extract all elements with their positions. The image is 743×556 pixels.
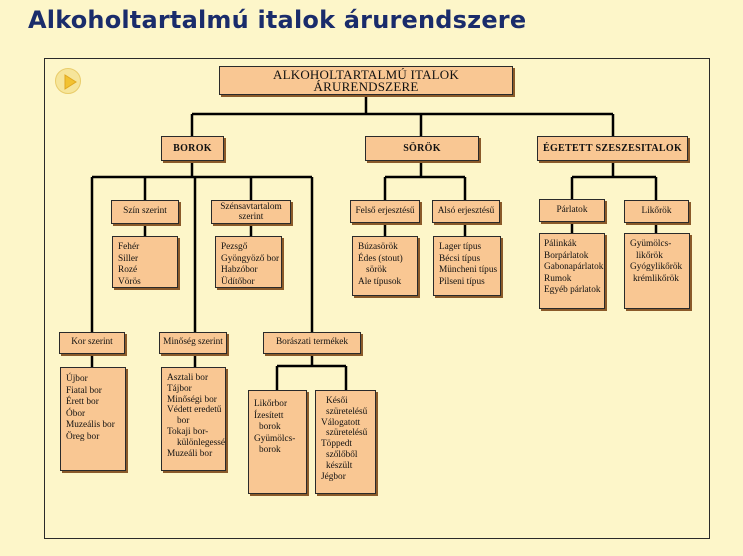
- list-item: Vörös: [118, 276, 141, 287]
- list-minoseg-szerint: Asztali bor Tájbor Minőségi bor Védett e…: [161, 367, 226, 471]
- list-item: szüretelésű: [326, 406, 368, 417]
- list-item: szőlőből: [326, 449, 358, 460]
- list-item: Pezsgő: [221, 242, 248, 252]
- list-item: Ale típusok: [358, 276, 402, 287]
- list-item: Védett eredetű: [167, 405, 222, 416]
- list-item: borok: [259, 445, 281, 455]
- list-item: Öreg bor: [66, 431, 100, 442]
- list-item: Rumok: [544, 273, 572, 284]
- list-parlatok: Pálinkák Borpárlatok Gabonapárlatok Rumo…: [539, 233, 605, 309]
- list-szin-szerint: Fehér Siller Rozé Vörös: [112, 236, 178, 288]
- list-item: Késői: [326, 396, 348, 406]
- list-felso-erjesztesu: Búzasörök Édes (stout) sörök Ale típusok: [352, 236, 418, 296]
- header-szensav-line2: szerint: [238, 212, 264, 222]
- list-item: Lager típus: [439, 242, 482, 252]
- list-item: Ízesített: [254, 410, 284, 421]
- header-szin-szerint: Szín szerint: [111, 200, 179, 224]
- category-egetett: ÉGETETT SZESZESITALOK: [537, 136, 688, 161]
- list-item: Minőségi bor: [167, 394, 217, 405]
- header-minoseg-szerint: Minőség szerint: [159, 332, 227, 354]
- list-item: Asztali bor: [167, 373, 209, 383]
- list-item: Habzóbor: [221, 265, 258, 275]
- list-item: Borpárlatok: [544, 250, 589, 261]
- list-item: szüretelésű: [326, 428, 368, 439]
- list-item: Rozé: [118, 265, 138, 275]
- list-item: Muzeáli bor: [167, 448, 213, 459]
- list-item: borok: [259, 422, 281, 432]
- list-item: Pálinkák: [544, 239, 577, 249]
- list-item: Pilseni típus: [439, 276, 485, 287]
- list-item: sörök: [366, 265, 387, 275]
- header-likorok: Likőrök: [624, 200, 689, 223]
- list-item: Fiatal bor: [66, 385, 102, 396]
- category-sorok: SÖRÖK: [365, 136, 479, 161]
- header-parlatok: Párlatok: [539, 199, 605, 222]
- list-item: Jégbor: [321, 471, 346, 482]
- list-item: Töppedt: [321, 439, 352, 450]
- list-item: Édes (stout): [358, 253, 403, 264]
- list-item: Gyümölcs-: [630, 239, 672, 249]
- list-item: Gyümölcs-: [254, 433, 296, 444]
- header-felso-erjesztesu: Felső erjesztésű: [350, 200, 420, 223]
- list-item: Bécsi típus: [439, 253, 481, 264]
- header-szensavtartalom: Szénsavtartalom szerint: [211, 200, 291, 224]
- list-item: Újbor: [66, 374, 88, 384]
- header-szensav-line1: Szénsavtartalom: [220, 202, 282, 212]
- list-item: Muzeális bor: [66, 420, 115, 430]
- category-borok: BOROK: [161, 136, 224, 161]
- list-item: krémlikőrök: [633, 273, 679, 284]
- list-item: Fehér: [118, 242, 140, 252]
- list-item: Búzasörök: [358, 242, 398, 252]
- list-likorok: Gyümölcs- likőrök Gyógylikőrök krémlikőr…: [624, 233, 690, 309]
- page-title: Alkoholtartalmú italok árurendszere: [28, 6, 527, 34]
- list-item: Gyógylikőrök: [630, 262, 683, 272]
- header-boraszati-termekek: Borászati termékek: [263, 332, 361, 354]
- list-item: Tájbor: [167, 383, 192, 394]
- list-item: Válogatott: [321, 417, 361, 428]
- list-item: Egyéb párlatok: [544, 285, 601, 295]
- header-also-erjesztesu: Alsó erjesztésű: [432, 200, 500, 223]
- list-item: Óbor: [66, 408, 86, 419]
- header-kor-szerint: Kor szerint: [59, 332, 125, 354]
- list-item: Likőrbor: [254, 399, 288, 409]
- list-szensav: Pezsgő Gyöngyöző bor Habzóbor Üdítőbor: [215, 236, 282, 288]
- list-boraszati-left: Likőrbor Ízesített borok Gyümölcs- borok: [248, 390, 307, 494]
- list-also-erjesztesu: Lager típus Bécsi típus Müncheni típus P…: [433, 236, 501, 296]
- root-box: ALKOHOLTARTALMÚ ITALOK ÁRURENDSZERE: [219, 66, 513, 95]
- list-item: Gabonapárlatok: [544, 262, 604, 272]
- list-item: bor: [177, 416, 190, 427]
- list-item: Üdítőbor: [221, 276, 255, 287]
- list-item: Érett bor: [66, 397, 99, 407]
- list-item: Gyöngyöző bor: [221, 253, 280, 264]
- list-boraszati-right: Késői szüretelésű Válogatott szüretelésű…: [315, 390, 376, 494]
- list-item: készült: [326, 460, 353, 471]
- list-kor-szerint: Újbor Fiatal bor Érett bor Óbor Muzeális…: [60, 367, 126, 471]
- list-item: Tokaji bor-: [167, 426, 209, 437]
- play-icon: [64, 74, 77, 90]
- list-item: Müncheni típus: [439, 265, 498, 275]
- play-button[interactable]: [55, 68, 81, 94]
- list-item: Siller: [118, 253, 139, 264]
- list-item: likőrök: [636, 250, 663, 261]
- list-item: különlegesség: [177, 437, 226, 448]
